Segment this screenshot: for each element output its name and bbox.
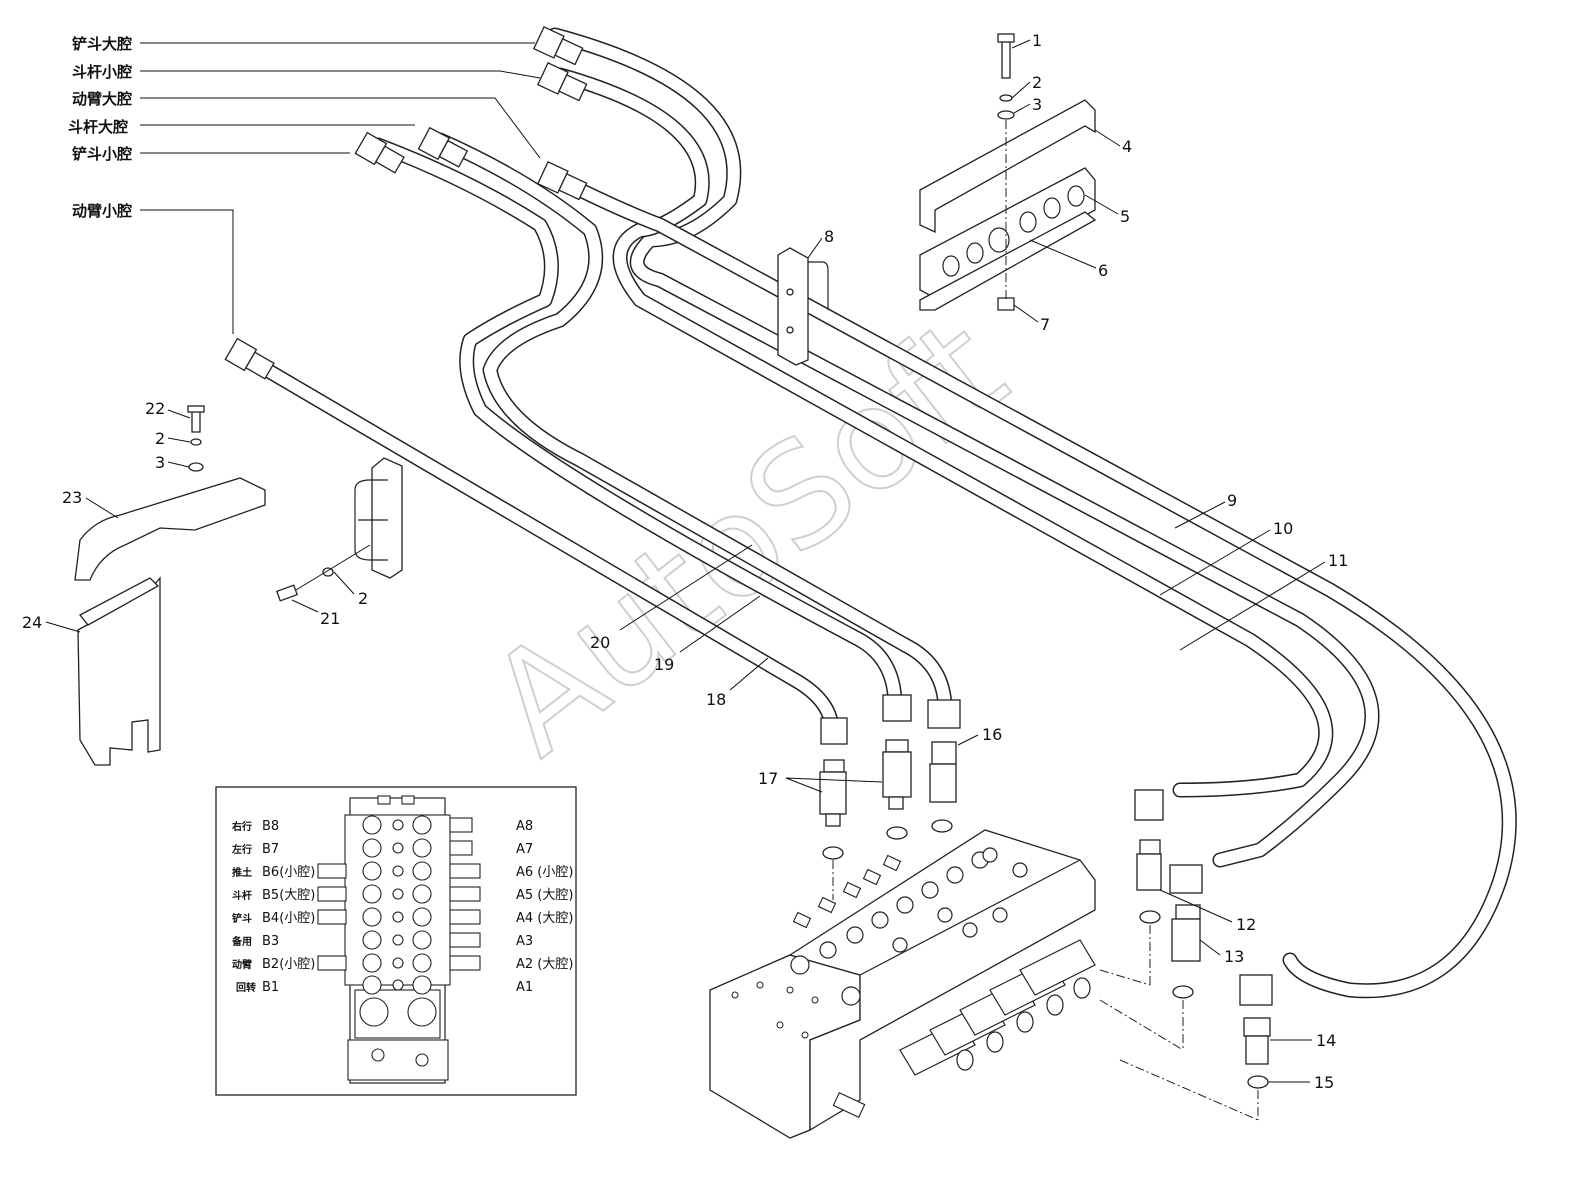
inset-left-port-b3: B3 (262, 934, 279, 949)
inset-left-port-b1: B1 (262, 980, 279, 995)
hose-end-fittings-top (224, 26, 588, 380)
label-bucket-large-chamber: 铲斗大腔 (72, 35, 132, 53)
fitting-17a (819, 717, 848, 860)
bracket-8 (777, 247, 829, 366)
fittings-group (819, 694, 1273, 1121)
inset-left-port-b5: B5(大腔) (262, 888, 315, 903)
inset-left-cn-b4: 铲斗 (232, 912, 252, 925)
callout-12: 12 (1236, 915, 1256, 934)
callout-21: 21 (320, 609, 340, 628)
callout-2-top: 2 (1032, 73, 1042, 92)
callout-22: 22 (145, 399, 165, 418)
inset-left-cn-b6: 推土 (232, 866, 252, 879)
inset-left-port-b8: B8 (262, 819, 279, 834)
callout-20: 20 (590, 633, 610, 652)
inset-right-a3: A3 (516, 934, 533, 949)
hose-9 (547, 27, 1380, 868)
hose-11 (552, 172, 1517, 999)
callout-1: 1 (1032, 31, 1042, 50)
callout-24: 24 (22, 613, 42, 632)
inset-left-port-b2: B2(小腔) (262, 957, 315, 972)
label-stick-small-chamber: 斗杆小腔 (72, 63, 132, 81)
valve-port-inset: 右行 B8 左行 B7 推土 B6(小腔) 斗杆 B5(大腔) 铲斗 B4(小腔… (215, 786, 577, 1096)
bracket-21-plate (275, 457, 403, 602)
fitting-17b (882, 694, 912, 840)
callout-9: 9 (1227, 491, 1237, 510)
callout-15: 15 (1314, 1073, 1334, 1092)
callout-10: 10 (1273, 519, 1293, 538)
callout-14: 14 (1316, 1031, 1336, 1050)
fitting-16 (927, 699, 961, 833)
callout-numbers: 1 2 3 4 5 6 7 8 9 10 11 12 13 14 15 16 1… (22, 31, 1348, 1092)
callout-13: 13 (1224, 947, 1244, 966)
callout-16: 16 (982, 725, 1002, 744)
fitting-12 (1134, 789, 1164, 924)
callout-6: 6 (1098, 261, 1108, 280)
inset-right-a1: A1 (516, 980, 533, 995)
callout-18: 18 (706, 690, 726, 709)
inset-right-a8: A8 (516, 819, 533, 834)
inset-left-cn-b5: 斗杆 (232, 889, 252, 902)
inset-left-cn-b7: 左行 (231, 843, 252, 856)
inset-left-cn-b1: 回转 (236, 981, 256, 994)
label-boom-large-chamber: 动臂大腔 (72, 90, 132, 108)
hose-20 (432, 132, 953, 718)
callout-5: 5 (1120, 207, 1130, 226)
inset-left-cn-b3: 备用 (231, 935, 252, 948)
inset-right-a5: A5 (大腔) (516, 888, 573, 903)
inset-right-a7: A7 (516, 842, 533, 857)
hose-bundle (242, 27, 1517, 999)
callout-2-mid: 2 (358, 589, 368, 608)
control-valve-block (709, 829, 1096, 1139)
fitting-13 (1169, 864, 1203, 999)
inset-left-port-b7: B7 (262, 842, 279, 857)
label-stick-large-chamber: 斗杆大腔 (68, 118, 128, 136)
callout-3-left: 3 (155, 453, 165, 472)
callout-11: 11 (1328, 551, 1348, 570)
inset-right-a2: A2 (大腔) (516, 957, 573, 972)
callout-3-top: 3 (1032, 95, 1042, 114)
callout-17: 17 (758, 769, 778, 788)
callout-23: 23 (62, 488, 82, 507)
callout-4: 4 (1122, 137, 1132, 156)
label-boom-small-chamber: 动臂小腔 (72, 202, 132, 220)
inset-left-cn-b8: 右行 (231, 820, 252, 833)
callout-2-left: 2 (155, 429, 165, 448)
hose-labels: 铲斗大腔 斗杆小腔 动臂大腔 斗杆大腔 铲斗小腔 动臂小腔 (68, 35, 541, 334)
callout-8: 8 (824, 227, 834, 246)
inset-right-a4: A4 (大腔) (516, 911, 573, 926)
inset-left-cn-b2: 动臂 (232, 958, 252, 971)
callout-7: 7 (1040, 315, 1050, 334)
hose-10 (552, 67, 1334, 798)
fitting-14 (1239, 974, 1273, 1089)
inset-left-port-b4: B4(小腔) (262, 911, 315, 926)
cover-bracket-23-24 (74, 405, 266, 766)
hose-19 (370, 137, 903, 713)
inset-right-a6: A6 (小腔) (516, 865, 573, 880)
inset-left-port-b6: B6(小腔) (262, 865, 315, 880)
clamp-assembly (919, 33, 1097, 311)
label-bucket-small-chamber: 铲斗小腔 (72, 145, 132, 163)
callout-19: 19 (654, 655, 674, 674)
